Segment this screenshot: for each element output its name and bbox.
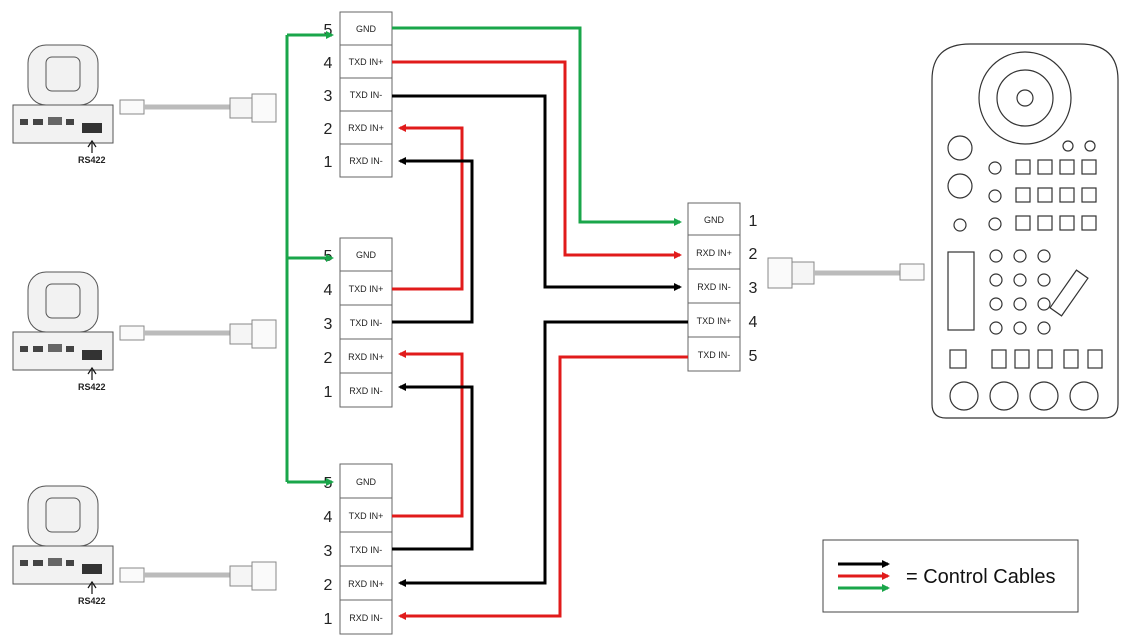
- pin-label: RXD IN-: [349, 156, 383, 166]
- terminal-block-camera-2: GND TXD IN+ TXD IN- RXD IN+ RXD IN- 5 4 …: [324, 237, 393, 408]
- pin-number: 1: [749, 213, 758, 230]
- pin-number: 3: [324, 316, 333, 333]
- controller-cable: [767, 257, 925, 289]
- wire-cam2-txd-plus: [392, 124, 464, 291]
- pin-number: 5: [324, 22, 333, 39]
- rs422-port-icon: [82, 564, 102, 574]
- wire-ctrl-txd-minus: [398, 355, 688, 620]
- pin-label: GND: [356, 250, 377, 260]
- knob-icon: [949, 381, 979, 411]
- wire-cam3-txd-minus: [392, 383, 474, 551]
- pin-label: GND: [356, 24, 377, 34]
- pin-number: 4: [324, 509, 333, 526]
- keypad-grid: [988, 140, 1097, 231]
- pin-label: TXD IN+: [349, 284, 384, 294]
- wire-cam1-txd-plus: [392, 60, 682, 259]
- wire-cam3-txd-plus: [392, 350, 464, 518]
- wire-cam1-txd-minus: [392, 94, 682, 291]
- pin-label: TXD IN-: [698, 350, 731, 360]
- pin-number: 4: [749, 314, 758, 331]
- camera-2-cable: [119, 319, 277, 349]
- camera-3: RS422: [12, 485, 114, 606]
- rs422-port-icon: [82, 350, 102, 360]
- rs422-label: RS422: [78, 382, 106, 392]
- legend-text: = Control Cables: [906, 566, 1056, 588]
- terminal-block-controller: GND RXD IN+ RXD IN- TXD IN+ TXD IN- 1 2 …: [687, 202, 758, 372]
- ptz-keyboard-controller: [931, 43, 1119, 419]
- camera-1: RS422: [12, 44, 114, 165]
- pin-number: 3: [749, 280, 758, 297]
- legend: = Control Cables: [822, 539, 1079, 613]
- pin-number: 5: [749, 348, 758, 365]
- pin-label: RXD IN-: [349, 386, 383, 396]
- rs422-label: RS422: [78, 155, 106, 165]
- pin-number: 2: [749, 246, 758, 263]
- camera-2: RS422: [12, 271, 114, 392]
- lcd-display-icon: [947, 251, 975, 331]
- pin-number: 1: [324, 384, 333, 401]
- rs422-label: RS422: [78, 596, 106, 606]
- pin-label: RXD IN-: [697, 282, 731, 292]
- joystick-icon: [978, 51, 1072, 145]
- knob-icon: [1069, 381, 1099, 411]
- pin-label: RXD IN+: [348, 123, 384, 133]
- rs422-port-icon: [82, 123, 102, 133]
- pin-label: TXD IN+: [349, 511, 384, 521]
- terminal-block-camera-1: GND TXD IN+ TXD IN- RXD IN+ RXD IN- 5 4 …: [324, 11, 393, 178]
- pin-label: RXD IN-: [349, 613, 383, 623]
- pin-number: 2: [324, 121, 333, 138]
- camera-3-cable: [119, 561, 277, 591]
- pin-label: TXD IN-: [350, 318, 383, 328]
- knob-icon: [1029, 381, 1059, 411]
- pin-label: GND: [704, 215, 725, 225]
- pin-label: TXD IN+: [697, 316, 732, 326]
- pin-number: 3: [324, 543, 333, 560]
- pin-label: RXD IN+: [348, 579, 384, 589]
- knob-icon: [989, 381, 1019, 411]
- pin-number: 2: [324, 350, 333, 367]
- wire-cam2-txd-minus: [392, 157, 474, 324]
- pin-number: 2: [324, 577, 333, 594]
- pin-label: TXD IN-: [350, 90, 383, 100]
- pin-number: 4: [324, 55, 333, 72]
- pin-label: RXD IN+: [348, 352, 384, 362]
- pin-label: RXD IN+: [696, 248, 732, 258]
- pin-number: 1: [324, 611, 333, 628]
- wire-gnd-controller: [392, 26, 682, 226]
- terminal-block-camera-3: GND TXD IN+ TXD IN- RXD IN+ RXD IN- 5 4 …: [324, 463, 393, 635]
- numeric-keypad: [989, 249, 1051, 335]
- pin-label: TXD IN+: [349, 57, 384, 67]
- camera-1-cable: [119, 93, 277, 123]
- pin-label: TXD IN-: [350, 545, 383, 555]
- pin-number: 4: [324, 282, 333, 299]
- pin-number: 3: [324, 88, 333, 105]
- zoom-lever-icon: [1049, 269, 1089, 317]
- pin-label: GND: [356, 477, 377, 487]
- pin-number: 1: [324, 154, 333, 171]
- wire-ctrl-txd-plus: [398, 320, 688, 587]
